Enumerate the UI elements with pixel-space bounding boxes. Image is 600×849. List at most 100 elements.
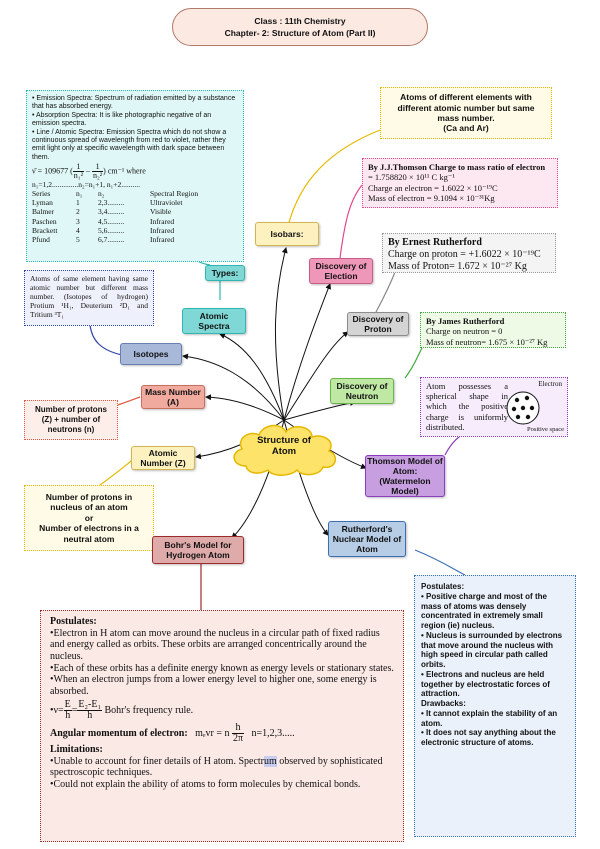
proton-charge: Charge on proton = +1.6022 × 10⁻¹⁹C — [388, 248, 541, 260]
link-atomic-box — [99, 457, 136, 486]
table-cell: 4 — [76, 225, 80, 235]
table-cell: 5,6......... — [98, 225, 125, 235]
series-table-row: Pfund 5 6,7......... Infrared — [32, 235, 238, 244]
series-table-row: Paschen 3 4,5......... Infrared — [32, 217, 238, 226]
link-rutherford-box — [414, 549, 466, 576]
discovery-proton-node[interactable]: Discovery of Proton — [347, 312, 409, 336]
positive-space-label: Positive space — [526, 426, 564, 434]
bohr-box: Postulates: •Electron in H atom can move… — [40, 610, 404, 842]
neutron-box-title: By James Rutherford — [426, 316, 505, 326]
rutherford-model-node[interactable]: Rutherford's Nuclear Model of Atom — [328, 521, 406, 557]
rutherford-postulates-title: Postulates: — [421, 582, 465, 591]
table-cell: 3,4......... — [98, 207, 125, 217]
bohr-limitation-2: •Could not explain the ability of atoms … — [50, 778, 361, 790]
bohr-postulate-3: •When an electron jumps from a lower ene… — [50, 674, 377, 698]
atomic-number-box: Number of protons in nucleus of an atom … — [24, 485, 154, 551]
link-isotopes — [182, 353, 285, 421]
link-isotopes-box — [89, 324, 123, 356]
link-mass-number — [205, 394, 285, 421]
link-electron-box — [339, 184, 363, 259]
bohr-angular-momentum: Angular momentum of electron: mₑvr = n h… — [50, 721, 295, 744]
bohr-limitations-title: Limitations: — [50, 743, 103, 755]
isotopes-definition: Atoms of same element having same atomic… — [30, 274, 148, 319]
isotopes-node[interactable]: Isotopes — [120, 343, 182, 365]
rutherford-drawback-1: • It cannot explain the stability of an … — [421, 708, 558, 728]
proton-box: By Ernest Rutherford Charge on proton = … — [382, 233, 556, 273]
table-cell: Paschen — [32, 216, 57, 226]
electron-box-title: By J.J.Thomson Charge to mass ratio of e… — [368, 162, 546, 172]
table-cell: 1 — [76, 198, 80, 208]
table-cell: 4,5......... — [98, 216, 125, 226]
mass-number-box: Number of protons (Z) + number of neutro… — [24, 400, 118, 440]
mass-number-node[interactable]: Mass Number (A) — [141, 385, 205, 409]
n-values-line: n₁=1,2..............n₂=n₁+1, n₁+2.......… — [32, 180, 141, 190]
isobars-definition: Atoms of different elements with differe… — [397, 92, 535, 123]
rutherford-drawbacks-title: Drawbacks: — [421, 699, 466, 708]
mass-number-definition: Number of protons (Z) + number of neutro… — [35, 405, 107, 434]
atomic-number-node[interactable]: Atomic Number (Z) — [131, 446, 195, 470]
table-cell: Brackett — [32, 225, 58, 235]
neutron-box: By James Rutherford Charge on neutron = … — [420, 312, 566, 348]
absorption-text: • Absorption Spectra: It is like photogr… — [32, 111, 212, 128]
rutherford-postulate-1: • Positive charge and most of the mass o… — [421, 591, 547, 630]
table-cell: Lyman — [32, 198, 53, 208]
table-cell: 5 — [76, 234, 80, 244]
table-cell: 6,7......... — [98, 234, 125, 244]
table-cell: Ultraviolet — [150, 198, 183, 208]
neutron-charge: Charge on neutron = 0 — [426, 326, 503, 337]
rutherford-box: Postulates: • Positive charge and most o… — [414, 575, 576, 837]
table-cell: Balmer — [32, 207, 55, 217]
header-pill: Class : 11th Chemistry Chapter- 2: Struc… — [172, 8, 428, 46]
table-cell: 2,3......... — [98, 198, 125, 208]
table-cell: 3 — [76, 216, 80, 226]
charge-mass-ratio: = 1.758820 × 10¹¹ C kg⁻¹ — [368, 172, 455, 183]
thomson-model-node[interactable]: Thomson Model of Atom: (Watermelon Model… — [365, 455, 445, 497]
types-node[interactable]: Types: — [205, 265, 245, 281]
isobars-box: Atoms of different elements with differe… — [380, 87, 552, 139]
table-cell: Infrared — [150, 216, 175, 226]
bohr-model-node[interactable]: Bohr's Model for Hydrogen Atom — [152, 536, 244, 564]
chapter-line: Chapter- 2: Structure of Atom (Part II) — [224, 28, 376, 38]
link-electron — [283, 283, 332, 421]
link-atomic-spectra — [219, 333, 285, 421]
isotopes-box: Atoms of same element having same atomic… — [24, 270, 154, 326]
link-isobars — [274, 247, 288, 421]
link-neutron — [283, 400, 356, 421]
link-proton — [283, 331, 349, 421]
link-isobars-box — [287, 129, 381, 227]
thomson-box: Atom possesses a spherical shape in whic… — [420, 377, 568, 437]
discovery-electron-node[interactable]: Discovery of Election — [309, 258, 373, 284]
spectra-box: • Emission Spectra: Spectrum of radiatio… — [26, 90, 244, 262]
table-header-cell: Spectral Region — [150, 189, 199, 199]
isobars-node[interactable]: Isobars: — [255, 222, 319, 246]
link-mass-box — [117, 396, 141, 406]
link-thomson-box — [444, 435, 461, 456]
series-table-row: Brackett 4 5,6......... Infrared — [32, 226, 238, 235]
table-header-cell: n₁ — [76, 189, 83, 199]
table-cell: Infrared — [150, 234, 175, 244]
table-cell: Pfund — [32, 234, 50, 244]
table-cell: Infrared — [150, 225, 175, 235]
link-neutron-box — [404, 347, 423, 379]
class-line: Class : 11th Chemistry — [254, 15, 346, 26]
proton-box-title: By Ernest Rutherford — [388, 237, 482, 248]
table-cell: Visible — [150, 207, 172, 217]
neutron-mass: Mass of neutron= 1.675 × 10⁻²⁷ Kg — [426, 336, 548, 347]
electron-box: By J.J.Thomson Charge to mass ratio of e… — [362, 158, 558, 208]
link-proton-box — [375, 271, 396, 313]
atomic-number-def-2: Number of electrons in a neutral atom — [39, 523, 139, 544]
center-cloud[interactable] — [226, 420, 342, 478]
bohr-limitation-1: •Unable to account for finer details of … — [50, 755, 383, 779]
bohr-postulate-1: •Electron in H atom can move around the … — [50, 627, 380, 663]
proton-mass: Mass of Proton= 1.672 × 10⁻²⁷ Kg — [388, 260, 527, 272]
bohr-postulates-title: Postulates: — [50, 616, 97, 627]
discovery-neutron-node[interactable]: Discovery of Neutron — [330, 378, 394, 404]
rutherford-drawback-2: • It does not say anything about the ele… — [421, 728, 556, 747]
watermelon-atom-diagram — [506, 391, 540, 425]
atomic-spectra-node[interactable]: Atomic Spectra — [182, 308, 246, 334]
series-table-row: Lyman 1 2,3......... Ultraviolet — [32, 198, 238, 207]
